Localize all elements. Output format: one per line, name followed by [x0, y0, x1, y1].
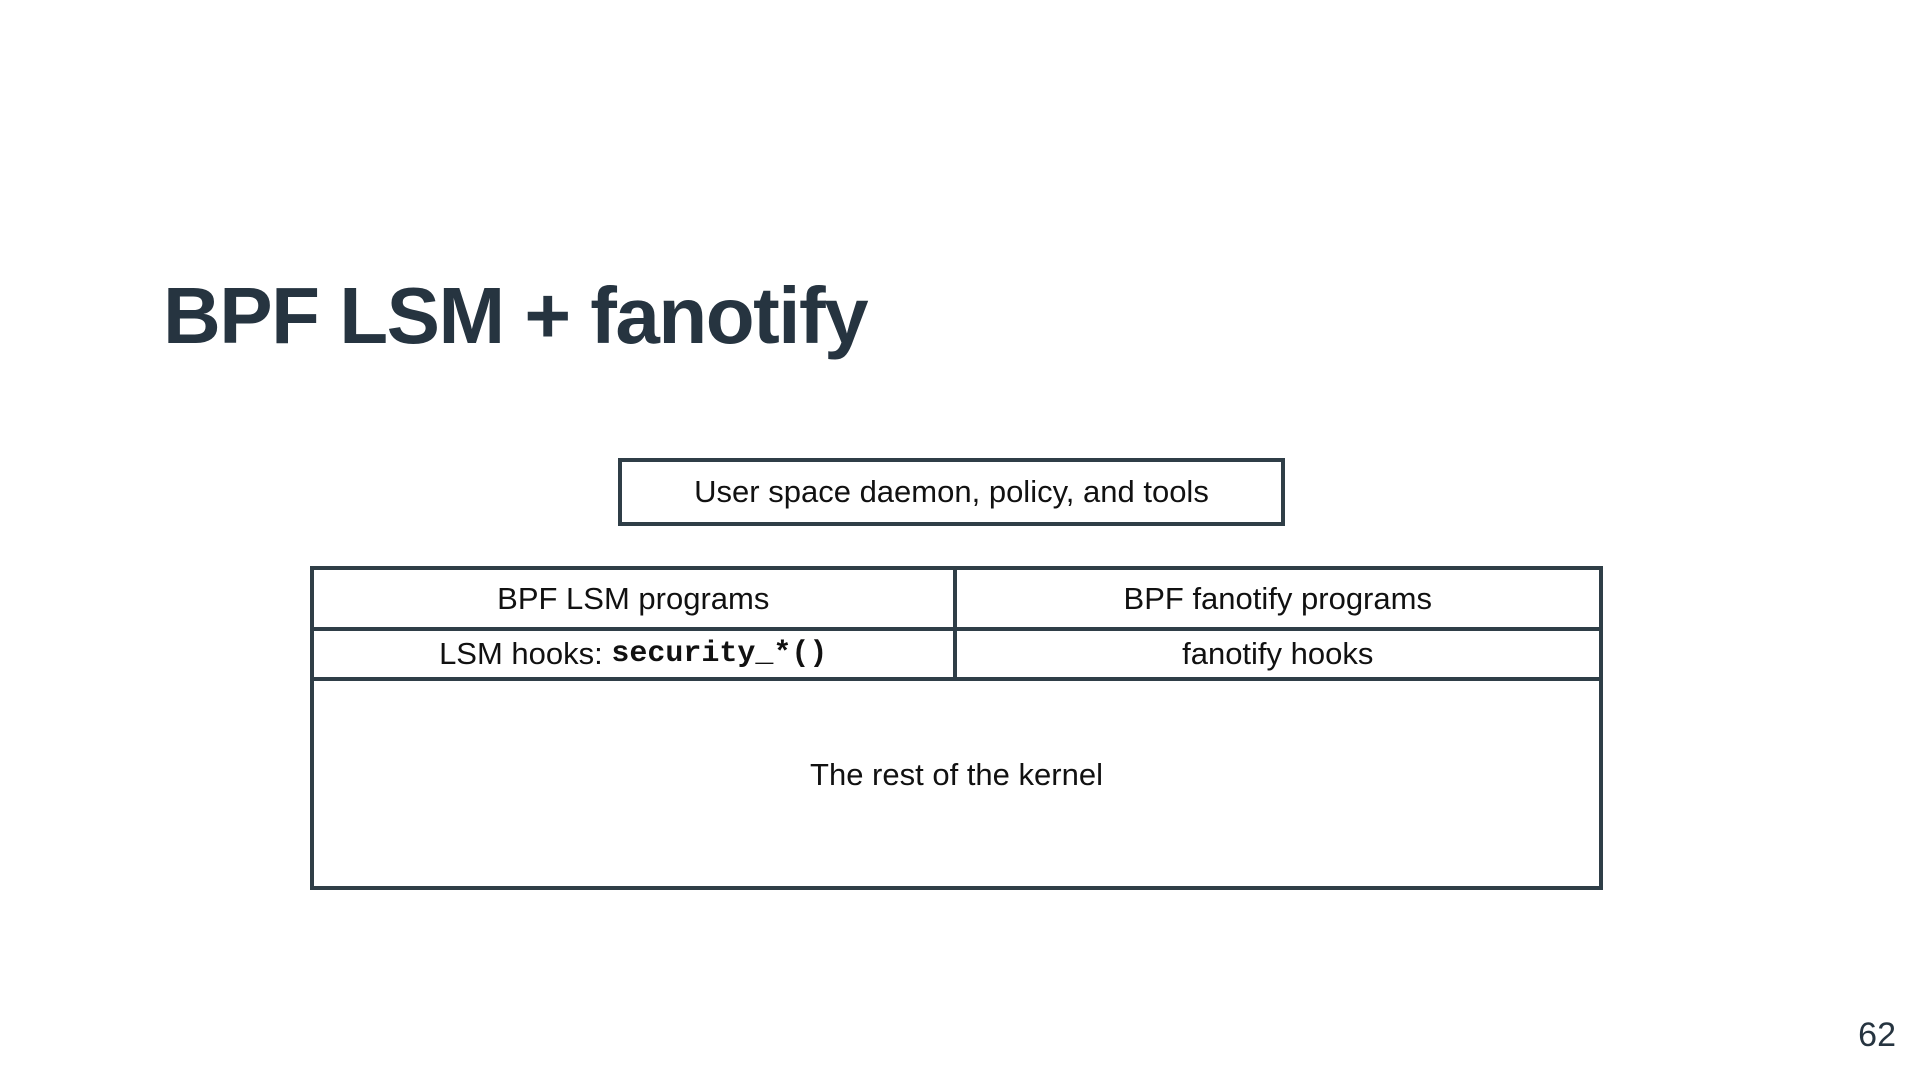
cell-rest-of-kernel-label: The rest of the kernel: [810, 757, 1103, 792]
cell-bpf-lsm-programs: BPF LSM programs: [314, 570, 957, 631]
kernel-diagram-table: BPF LSM programs BPF fanotify programs L…: [310, 566, 1603, 890]
slide-title: BPF LSM + fanotify: [163, 271, 869, 360]
cell-lsm-hooks: LSM hooks: security_*(): [314, 631, 957, 681]
cell-fanotify-hooks-label: fanotify hooks: [1182, 636, 1374, 671]
cell-lsm-hooks-label: LSM hooks:: [439, 636, 612, 671]
cell-bpf-fanotify-programs-label: BPF fanotify programs: [1123, 580, 1432, 616]
user-space-box-label: User space daemon, policy, and tools: [694, 474, 1209, 509]
cell-bpf-fanotify-programs: BPF fanotify programs: [956, 570, 1599, 631]
cell-rest-of-kernel: The rest of the kernel: [314, 681, 1599, 886]
lsm-hooks-code: security_*(): [611, 637, 828, 671]
cell-bpf-lsm-programs-label: BPF LSM programs: [497, 580, 770, 616]
user-space-box: User space daemon, policy, and tools: [618, 458, 1285, 526]
cell-fanotify-hooks: fanotify hooks: [956, 631, 1599, 681]
page-number: 62: [1858, 1016, 1896, 1054]
